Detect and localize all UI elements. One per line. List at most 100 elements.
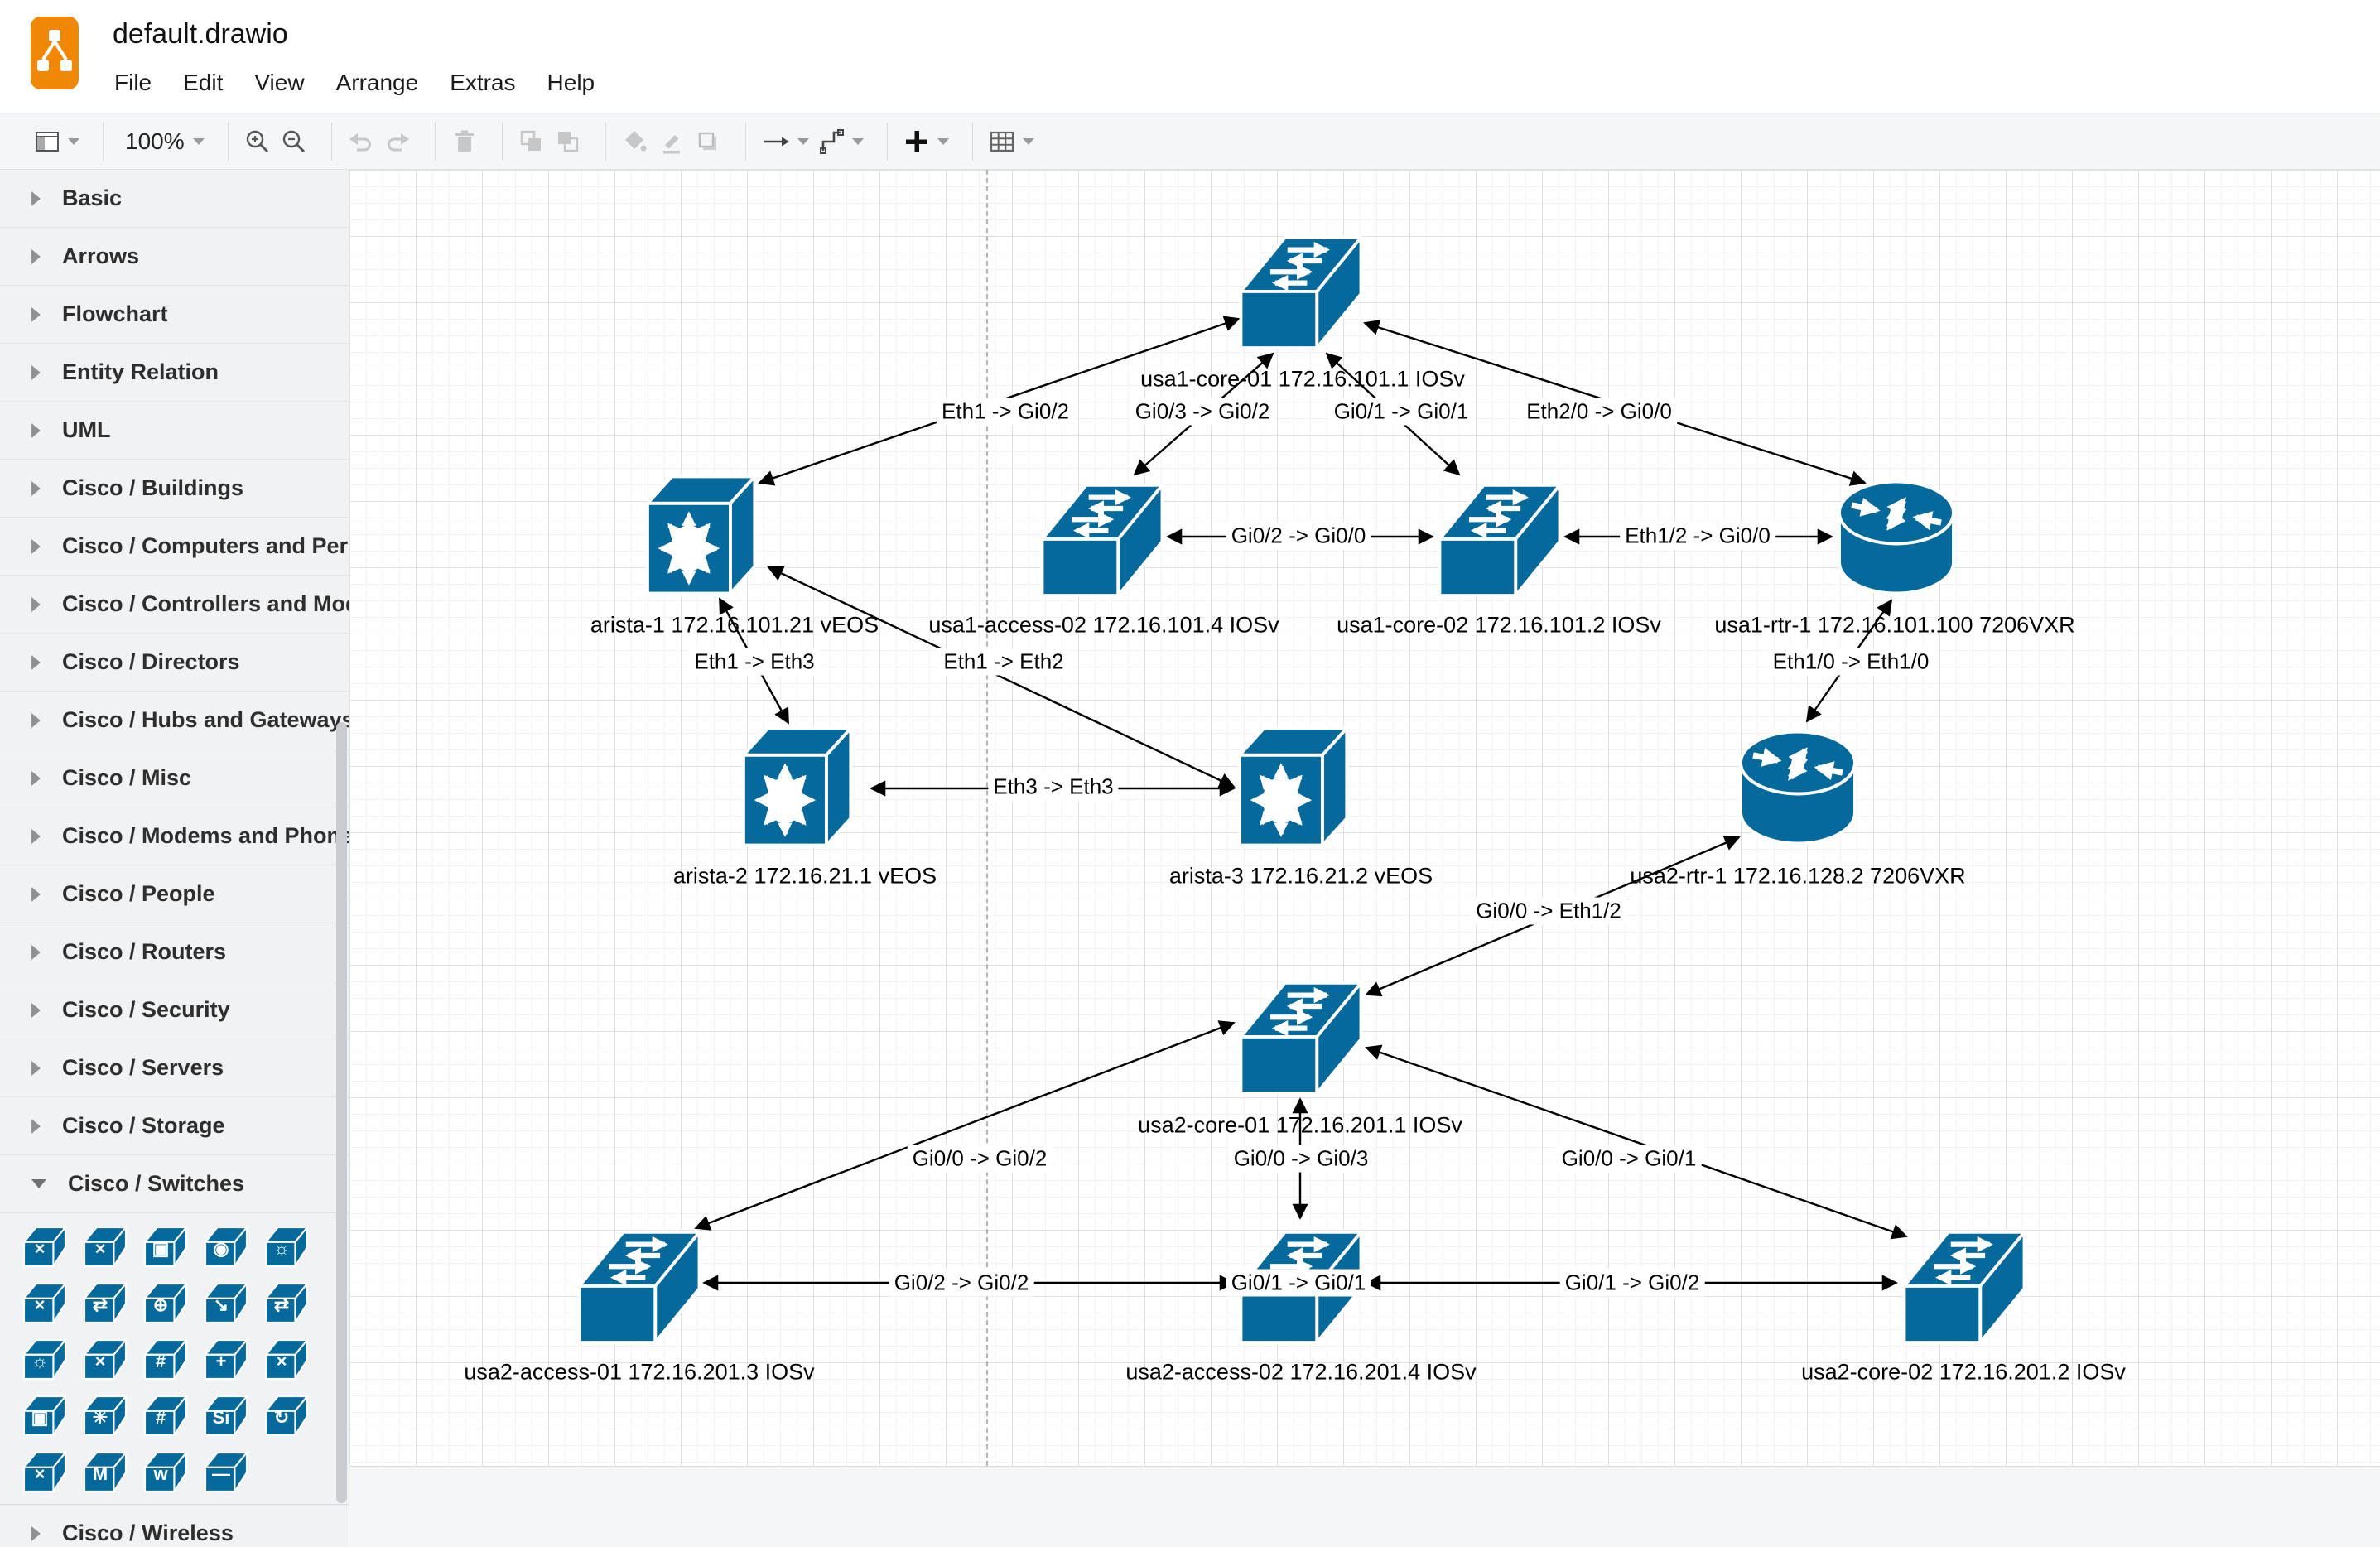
node-arista-2-l3switch-icon[interactable] xyxy=(744,728,850,845)
palette-shape-workgroup-5000-switch[interactable]: w xyxy=(139,1445,200,1501)
to-back-button[interactable] xyxy=(554,128,582,156)
diagram-canvas[interactable]: usa1-core-01 172.16.101.1 IOSv arista-1 … xyxy=(349,170,2380,1466)
menu-help[interactable]: Help xyxy=(547,70,595,95)
sidebar-section-cisco-modems[interactable]: Cisco / Modems and Phones xyxy=(0,807,349,865)
shadow-button[interactable] xyxy=(694,128,722,156)
node-usa2-core-01-switch-icon[interactable] xyxy=(1241,983,1361,1093)
view-panels-button[interactable] xyxy=(33,128,79,156)
palette-shape-route-switch-processor[interactable]: ✳ xyxy=(79,1389,139,1445)
connection-style-button[interactable] xyxy=(761,128,809,156)
redo-button[interactable] xyxy=(383,128,412,156)
palette-shape-workgroup-director[interactable]: ▣ xyxy=(139,1220,200,1276)
sidebar-section-cisco-hubs[interactable]: Cisco / Hubs and Gateways xyxy=(0,692,349,749)
node-usa1-rtr-1-router-icon[interactable] xyxy=(1839,482,1954,594)
palette-shape-universal-gateway[interactable]: ⊕ xyxy=(139,1276,200,1333)
edge-label[interactable]: Gi0/2 -> Gi0/2 xyxy=(889,1269,1034,1297)
sidebar-section-arrows[interactable]: Arrows xyxy=(0,228,349,286)
edge-label[interactable]: Gi0/1 -> Gi0/1 xyxy=(1226,1269,1371,1297)
edge-usa2core01-usa2access01[interactable] xyxy=(694,1020,1236,1231)
sidebar-section-cisco-directors[interactable]: Cisco / Directors xyxy=(0,634,349,692)
palette-shape-layer2-remote-switch[interactable]: × xyxy=(18,1276,79,1333)
palette-shape-multilayer-remote-switch[interactable]: ☼ xyxy=(260,1220,320,1276)
to-front-button[interactable] xyxy=(518,128,546,156)
node-usa1-access-02-switch-icon[interactable] xyxy=(1042,485,1162,595)
menu-edit[interactable]: Edit xyxy=(183,70,224,95)
palette-shape-mgx-switch[interactable]: M xyxy=(79,1445,139,1501)
palette-shape-workgroup-switch[interactable]: × xyxy=(260,1333,320,1389)
edge-label[interactable]: Eth1/0 -> Eth1/0 xyxy=(1767,648,1934,676)
sidebar-section-cisco-people[interactable]: Cisco / People xyxy=(0,865,349,923)
edge-label[interactable]: Gi0/0 -> Gi0/1 xyxy=(1556,1145,1702,1173)
node-usa1-core-01-switch-icon[interactable] xyxy=(1241,238,1361,348)
node-arista-1-l3switch-icon[interactable] xyxy=(648,476,754,593)
line-color-button[interactable] xyxy=(658,128,686,156)
node-usa2-core-02-switch-icon[interactable] xyxy=(1904,1232,2024,1342)
sidebar-section-cisco-buildings[interactable]: Cisco / Buildings xyxy=(0,460,349,518)
sidebar-section-cisco-controllers[interactable]: Cisco / Controllers and Mod... xyxy=(0,576,349,634)
palette-shape-atm-fabric[interactable]: ◉ xyxy=(200,1220,260,1276)
node-usa1-core-02-switch-icon[interactable] xyxy=(1439,485,1559,595)
palette-shape-programmable-switch[interactable]: ↘ xyxy=(200,1276,260,1333)
palette-shape-content-switch[interactable]: # xyxy=(139,1333,200,1389)
palette-shape-multilayer-switch[interactable]: ☼ xyxy=(18,1333,79,1389)
edge-label[interactable]: Gi0/0 -> Gi0/3 xyxy=(1228,1145,1374,1173)
sidebar-section-basic[interactable]: Basic xyxy=(0,170,349,228)
palette-shape-simple-switch[interactable]: — xyxy=(200,1445,260,1501)
edge-label[interactable]: Gi0/0 -> Gi0/2 xyxy=(907,1145,1053,1173)
node-usa2-rtr-1-router-icon[interactable] xyxy=(1741,732,1855,844)
palette-shape-atm-switch-3d[interactable]: × xyxy=(18,1220,79,1276)
section-label: Cisco / Controllers and Mod... xyxy=(62,591,349,616)
zoom-level-button[interactable]: 100% xyxy=(118,128,205,155)
node-arista-3-l3switch-icon[interactable] xyxy=(1240,728,1347,845)
palette-shape-atm-switch[interactable]: × xyxy=(79,1220,139,1276)
edge-label[interactable]: Eth2/0 -> Gi0/0 xyxy=(1521,398,1677,426)
palette-shape-voice-atm-switch[interactable]: × xyxy=(18,1445,79,1501)
sidebar-scrollbar[interactable] xyxy=(336,722,347,1503)
sidebar-section-cisco-servers[interactable]: Cisco / Servers xyxy=(0,1039,349,1097)
edge-arista1-arista3[interactable] xyxy=(767,566,1236,788)
sidebar-section-uml[interactable]: UML xyxy=(0,402,349,460)
palette-shape-director-class-fibre-switch[interactable]: ▣ xyxy=(18,1389,79,1445)
edge-label[interactable]: Gi0/2 -> Gi0/0 xyxy=(1226,522,1371,550)
sidebar-section-flowchart[interactable]: Flowchart xyxy=(0,286,349,344)
palette-shape-server-switch[interactable]: # xyxy=(139,1389,200,1445)
palette-shape-virtual-switch-controller[interactable]: ↻ xyxy=(260,1389,320,1445)
edge-label[interactable]: Eth1 -> Gi0/2 xyxy=(937,398,1074,426)
edge-label[interactable]: Eth1 -> Eth3 xyxy=(689,648,820,676)
sidebar-section-cisco-switches[interactable]: Cisco / Switches xyxy=(0,1155,349,1213)
edge-label[interactable]: Eth3 -> Eth3 xyxy=(988,773,1119,801)
sidebar-section-entity-relation[interactable]: Entity Relation xyxy=(0,344,349,402)
edge-label[interactable]: Gi0/3 -> Gi0/2 xyxy=(1130,398,1275,426)
sidebar-section-cisco-security[interactable]: Cisco / Security xyxy=(0,981,349,1039)
sidebar-section-cisco-wireless[interactable]: Cisco / Wireless xyxy=(0,1505,349,1547)
waypoint-style-button[interactable] xyxy=(817,128,864,156)
menu-arrange[interactable]: Arrange xyxy=(335,70,419,95)
node-usa2-access-01-switch-icon[interactable] xyxy=(579,1232,699,1342)
edge-label[interactable]: Gi0/1 -> Gi0/1 xyxy=(1328,398,1474,426)
fill-color-button[interactable] xyxy=(621,128,649,156)
menu-extras[interactable]: Extras xyxy=(450,70,516,95)
insert-button[interactable] xyxy=(903,128,949,156)
table-button[interactable] xyxy=(988,128,1034,156)
edge-label[interactable]: Gi0/1 -> Gi0/2 xyxy=(1559,1269,1705,1297)
palette-shape-atm-tag-switch-router[interactable]: × xyxy=(79,1333,139,1389)
palette-shape-switch-with-key[interactable]: + xyxy=(200,1333,260,1389)
edge-label[interactable]: Eth1/2 -> Gi0/0 xyxy=(1620,522,1775,550)
edge-label[interactable]: Eth1 -> Eth2 xyxy=(938,648,1069,676)
sidebar-section-cisco-storage[interactable]: Cisco / Storage xyxy=(0,1097,349,1155)
edge-usa2core01-usa2core02[interactable] xyxy=(1365,1044,1908,1240)
palette-shape-small-hub[interactable]: ⇄ xyxy=(79,1276,139,1333)
palette-shape-multilayer-switch-si[interactable]: Si xyxy=(200,1389,260,1445)
sidebar-section-cisco-routers[interactable]: Cisco / Routers xyxy=(0,923,349,981)
menu-file[interactable]: File xyxy=(114,70,152,95)
sidebar-section-cisco-misc[interactable]: Cisco / Misc xyxy=(0,749,349,807)
undo-button[interactable] xyxy=(347,128,375,156)
toolbar-separator xyxy=(434,123,436,161)
delete-button[interactable] xyxy=(450,128,479,156)
menu-view[interactable]: View xyxy=(254,70,305,95)
sidebar-section-cisco-computers[interactable]: Cisco / Computers and Perip... xyxy=(0,518,349,576)
edge-label[interactable]: Gi0/0 -> Eth1/2 xyxy=(1471,897,1626,925)
zoom-out-button[interactable] xyxy=(280,128,308,156)
palette-shape-isdn-switch[interactable]: ⇄ xyxy=(260,1276,320,1333)
zoom-in-button[interactable] xyxy=(243,128,272,156)
